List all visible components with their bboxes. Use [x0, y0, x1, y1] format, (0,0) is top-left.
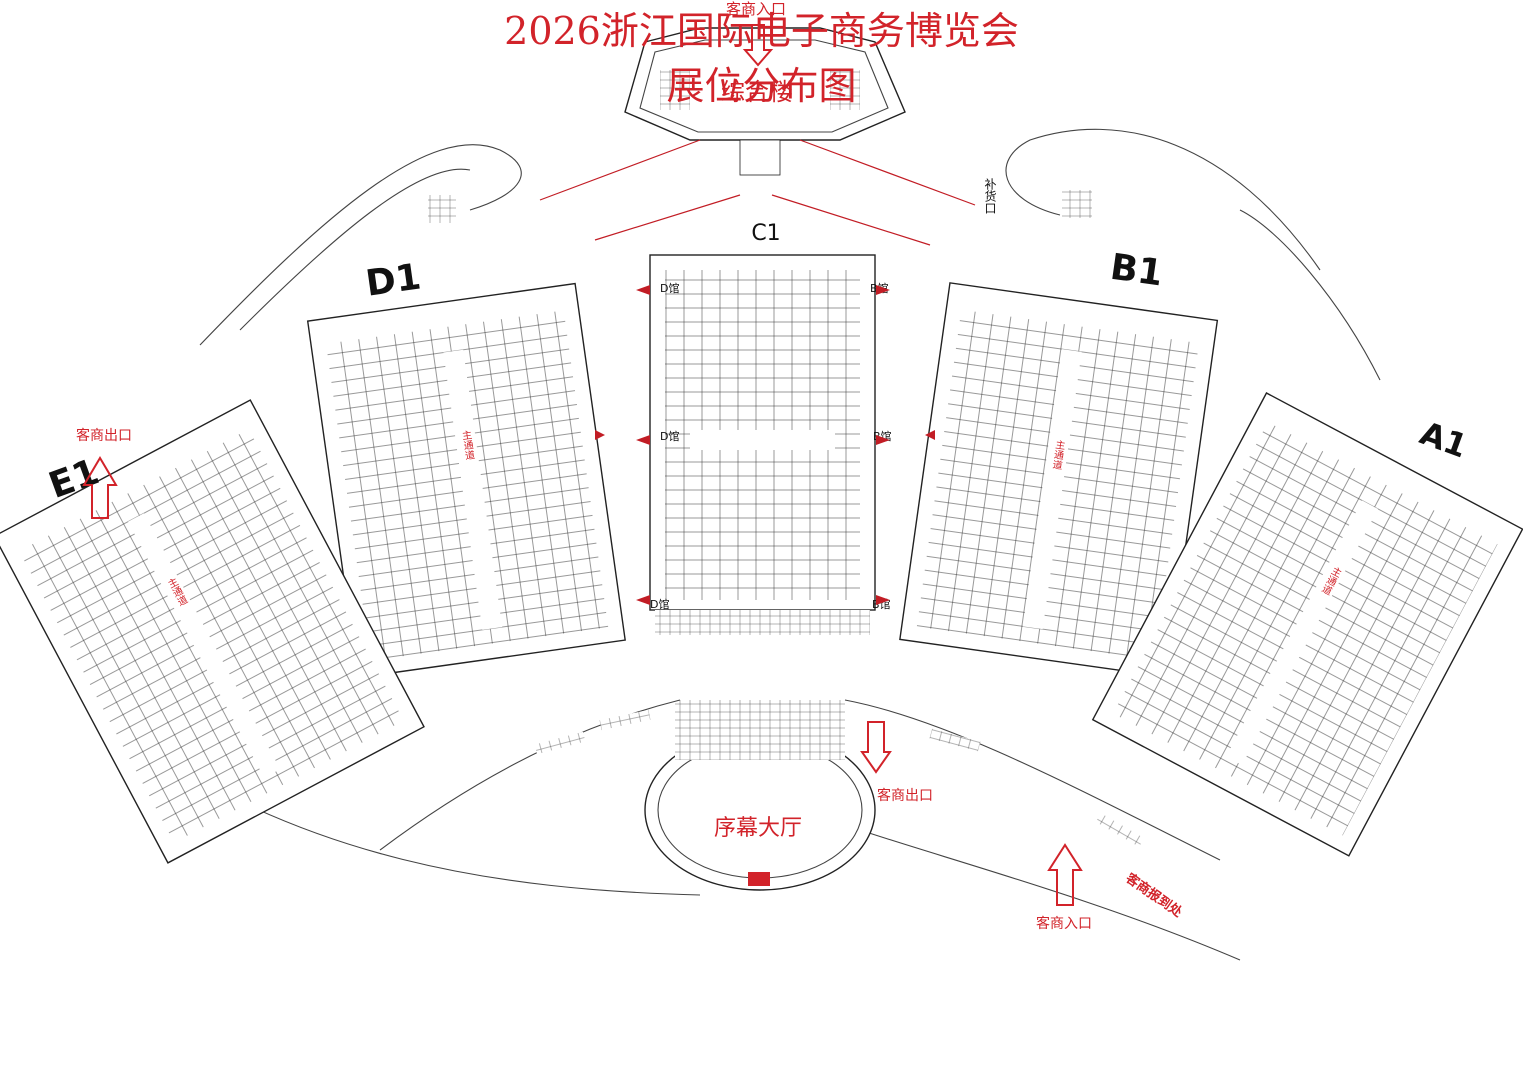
stair-block-right: [1062, 190, 1092, 218]
title-block: 2026浙江国际电子商务博览会 展位分布图: [0, 0, 1523, 110]
e1-exit[interactable]: 客商出口: [76, 427, 132, 519]
restock-label: 补货口: [983, 178, 997, 214]
hall-a1[interactable]: 主通道: [1091, 392, 1523, 857]
main-building-label: 综合楼: [721, 78, 793, 106]
hall-b1[interactable]: 主通道: [899, 282, 1219, 678]
c1-d-hall-bottom: D馆: [650, 597, 669, 611]
stair-block-left: [428, 195, 456, 223]
bottom-corridor: [379, 699, 1221, 861]
c1-d-hall-mid: D馆: [660, 429, 679, 443]
title-line-2: 展位分布图: [666, 64, 857, 108]
side-arrows: [595, 285, 935, 605]
hall-d1[interactable]: 主通道: [306, 282, 626, 679]
hall-a1-label: A1: [1415, 414, 1472, 466]
exit-center-label: 客商出口: [877, 787, 933, 804]
hall-d1-label: D1: [363, 256, 423, 304]
prelude-hall-label: 序幕大厅: [714, 816, 802, 841]
bottom-entrance[interactable]: 客商入口: [1036, 843, 1092, 932]
prelude-hall[interactable]: 序幕大厅: [644, 700, 876, 891]
entrance-bottom-label: 客商入口: [1036, 915, 1092, 932]
hall-c1[interactable]: C1 D馆 D馆 D馆 B馆 B馆 B馆: [649, 221, 892, 635]
center-exit[interactable]: 客商出口: [860, 721, 933, 804]
hall-e1[interactable]: 主通道: [0, 399, 425, 864]
hall-b1-label: B1: [1108, 247, 1166, 295]
red-connectors: [539, 139, 976, 246]
title-line-1: 2026浙江国际电子商务博览会: [504, 9, 1019, 53]
hall-c1-label: C1: [751, 221, 780, 246]
exit-e1-label: 客商出口: [76, 427, 132, 444]
c1-d-hall-top: D馆: [660, 281, 679, 295]
top-entrance[interactable]: 客商入口: [726, 0, 786, 67]
main-building: 综合楼: [624, 27, 906, 176]
registration-label: 客商报到处: [1123, 870, 1186, 921]
entrance-top-label: 客商入口: [726, 0, 786, 18]
